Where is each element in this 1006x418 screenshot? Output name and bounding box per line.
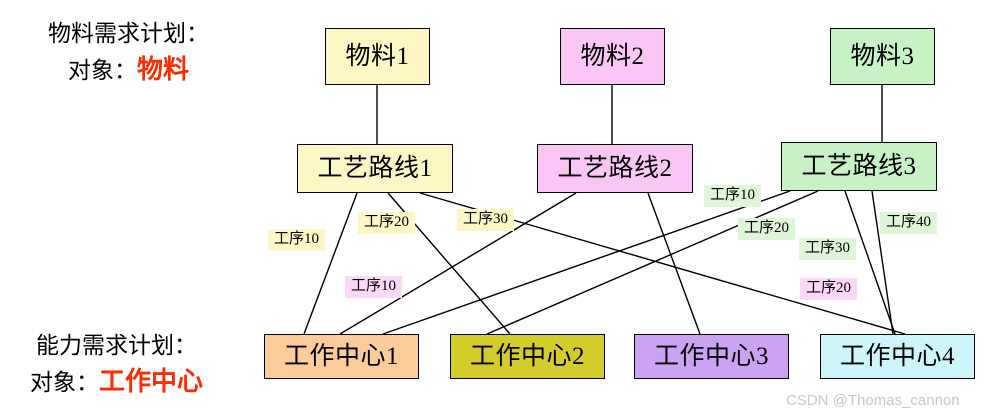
edge-label-lbl-r1-10: 工序10 <box>268 229 326 251</box>
node-w4[interactable]: 工作中心4 <box>820 334 975 379</box>
caption-heading: 物料需求计划： <box>48 21 209 46</box>
connection-line <box>382 190 791 335</box>
caption-object-value: 工作中心 <box>99 367 204 397</box>
node-label: 工作中心3 <box>653 343 769 370</box>
node-label: 工艺路线2 <box>557 155 673 182</box>
node-m2[interactable]: 物料2 <box>560 28 665 85</box>
node-r1[interactable]: 工艺路线1 <box>297 144 453 193</box>
caption-crp: 能力需求计划： 对象：工作中心 <box>30 330 203 399</box>
edge-label-lbl-r2-20: 工序20 <box>800 278 858 300</box>
caption-object-value: 物料 <box>136 55 189 85</box>
node-label: 物料2 <box>580 43 645 70</box>
edge-label-lbl-r3-30: 工序30 <box>799 238 857 260</box>
node-label: 工作中心1 <box>283 343 399 370</box>
watermark: CSDN @Thomas_cannon <box>786 392 960 409</box>
node-label: 工艺路线1 <box>317 155 433 182</box>
connection-line <box>647 192 701 335</box>
edge-label-lbl-r2-10: 工序10 <box>345 276 403 298</box>
edge-label-lbl-r3-10: 工序10 <box>704 185 762 207</box>
caption-object-label: 对象： <box>30 370 99 396</box>
edge-label-lbl-r1-30: 工序30 <box>457 209 515 231</box>
caption-object-line: 对象：工作中心 <box>30 364 203 399</box>
edge-label-lbl-r1-20: 工序20 <box>358 212 416 234</box>
node-w2[interactable]: 工作中心2 <box>450 334 605 379</box>
connection-line <box>486 190 819 335</box>
node-label: 物料1 <box>345 43 410 70</box>
node-label: 物料3 <box>850 43 915 70</box>
edge-label-lbl-r3-40: 工序40 <box>880 212 938 234</box>
node-label: 工作中心2 <box>469 343 585 370</box>
connection-line <box>303 192 358 335</box>
caption-mrp: 物料需求计划： 对象：物料 <box>48 18 209 87</box>
node-label: 工作中心4 <box>839 343 955 370</box>
edge-label-lbl-r3-20: 工序20 <box>738 218 796 240</box>
node-w3[interactable]: 工作中心3 <box>634 334 789 379</box>
node-w1[interactable]: 工作中心1 <box>264 334 419 379</box>
node-r3[interactable]: 工艺路线3 <box>781 142 937 191</box>
caption-object-label: 对象： <box>67 58 137 84</box>
node-label: 工艺路线3 <box>801 153 917 180</box>
node-r2[interactable]: 工艺路线2 <box>537 144 693 193</box>
node-m3[interactable]: 物料3 <box>830 28 935 85</box>
caption-heading: 能力需求计划： <box>36 333 197 358</box>
node-m1[interactable]: 物料1 <box>325 28 430 85</box>
caption-object-line: 对象：物料 <box>48 52 209 87</box>
